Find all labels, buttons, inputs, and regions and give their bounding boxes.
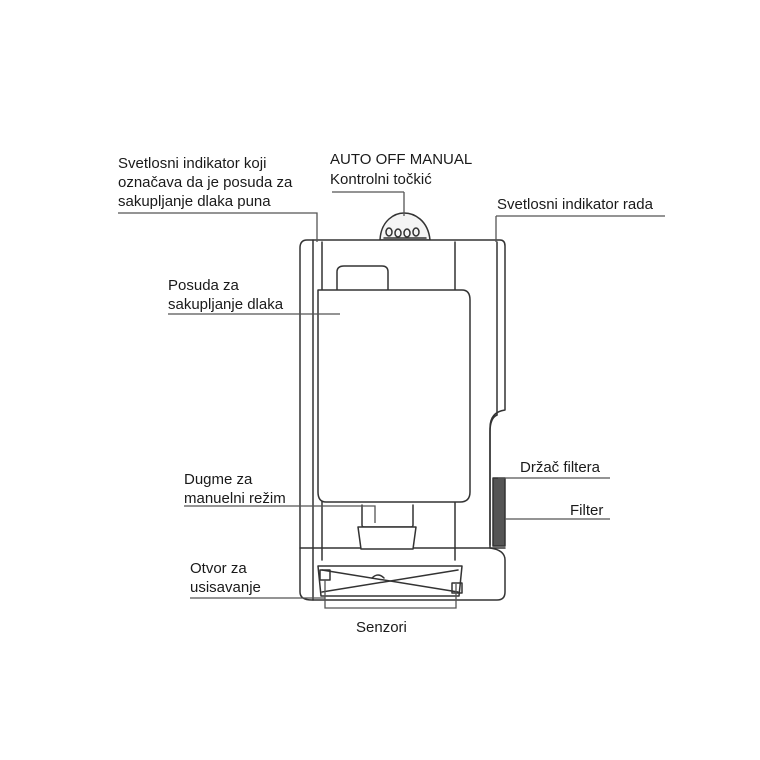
label-filter-holder: Držač filtera (520, 459, 601, 476)
label-full-indicator: Svetlosni indikator koji označava da je … (118, 154, 292, 211)
label-full-indicator-line-3: sakupljanje dlaka puna (118, 193, 271, 210)
filter-shape (492, 477, 506, 547)
label-power-indicator: Svetlosni indikator rada (497, 196, 653, 213)
label-container-line-1: Posuda za (168, 277, 239, 294)
label-manual-button: Dugme za manuelni režim (184, 470, 286, 508)
label-container: Posuda za sakupljanje dlaka (168, 276, 283, 314)
label-suction: Otvor za usisavanje (190, 559, 261, 597)
label-control-wheel: Kontrolni točkić (330, 171, 432, 188)
hair-container (317, 265, 471, 503)
label-manual-button-line-2: manuelni režim (184, 490, 286, 507)
label-full-indicator-line-1: Svetlosni indikator koji (118, 155, 267, 172)
label-mode: AUTO OFF MANUAL (330, 151, 473, 168)
label-manual-button-line-1: Dugme za (184, 471, 253, 488)
label-suction-line-2: usisavanje (190, 579, 261, 596)
label-container-line-2: sakupljanje dlaka (168, 296, 284, 313)
label-filter: Filter (570, 502, 604, 519)
label-full-indicator-line-2: označava da je posuda za (118, 174, 293, 191)
suction-opening (317, 565, 463, 597)
control-wheel-icon (379, 212, 431, 241)
manual-button-shape (357, 504, 417, 550)
label-sensors: Senzori (356, 619, 407, 636)
label-suction-line-1: Otvor za (190, 560, 247, 577)
